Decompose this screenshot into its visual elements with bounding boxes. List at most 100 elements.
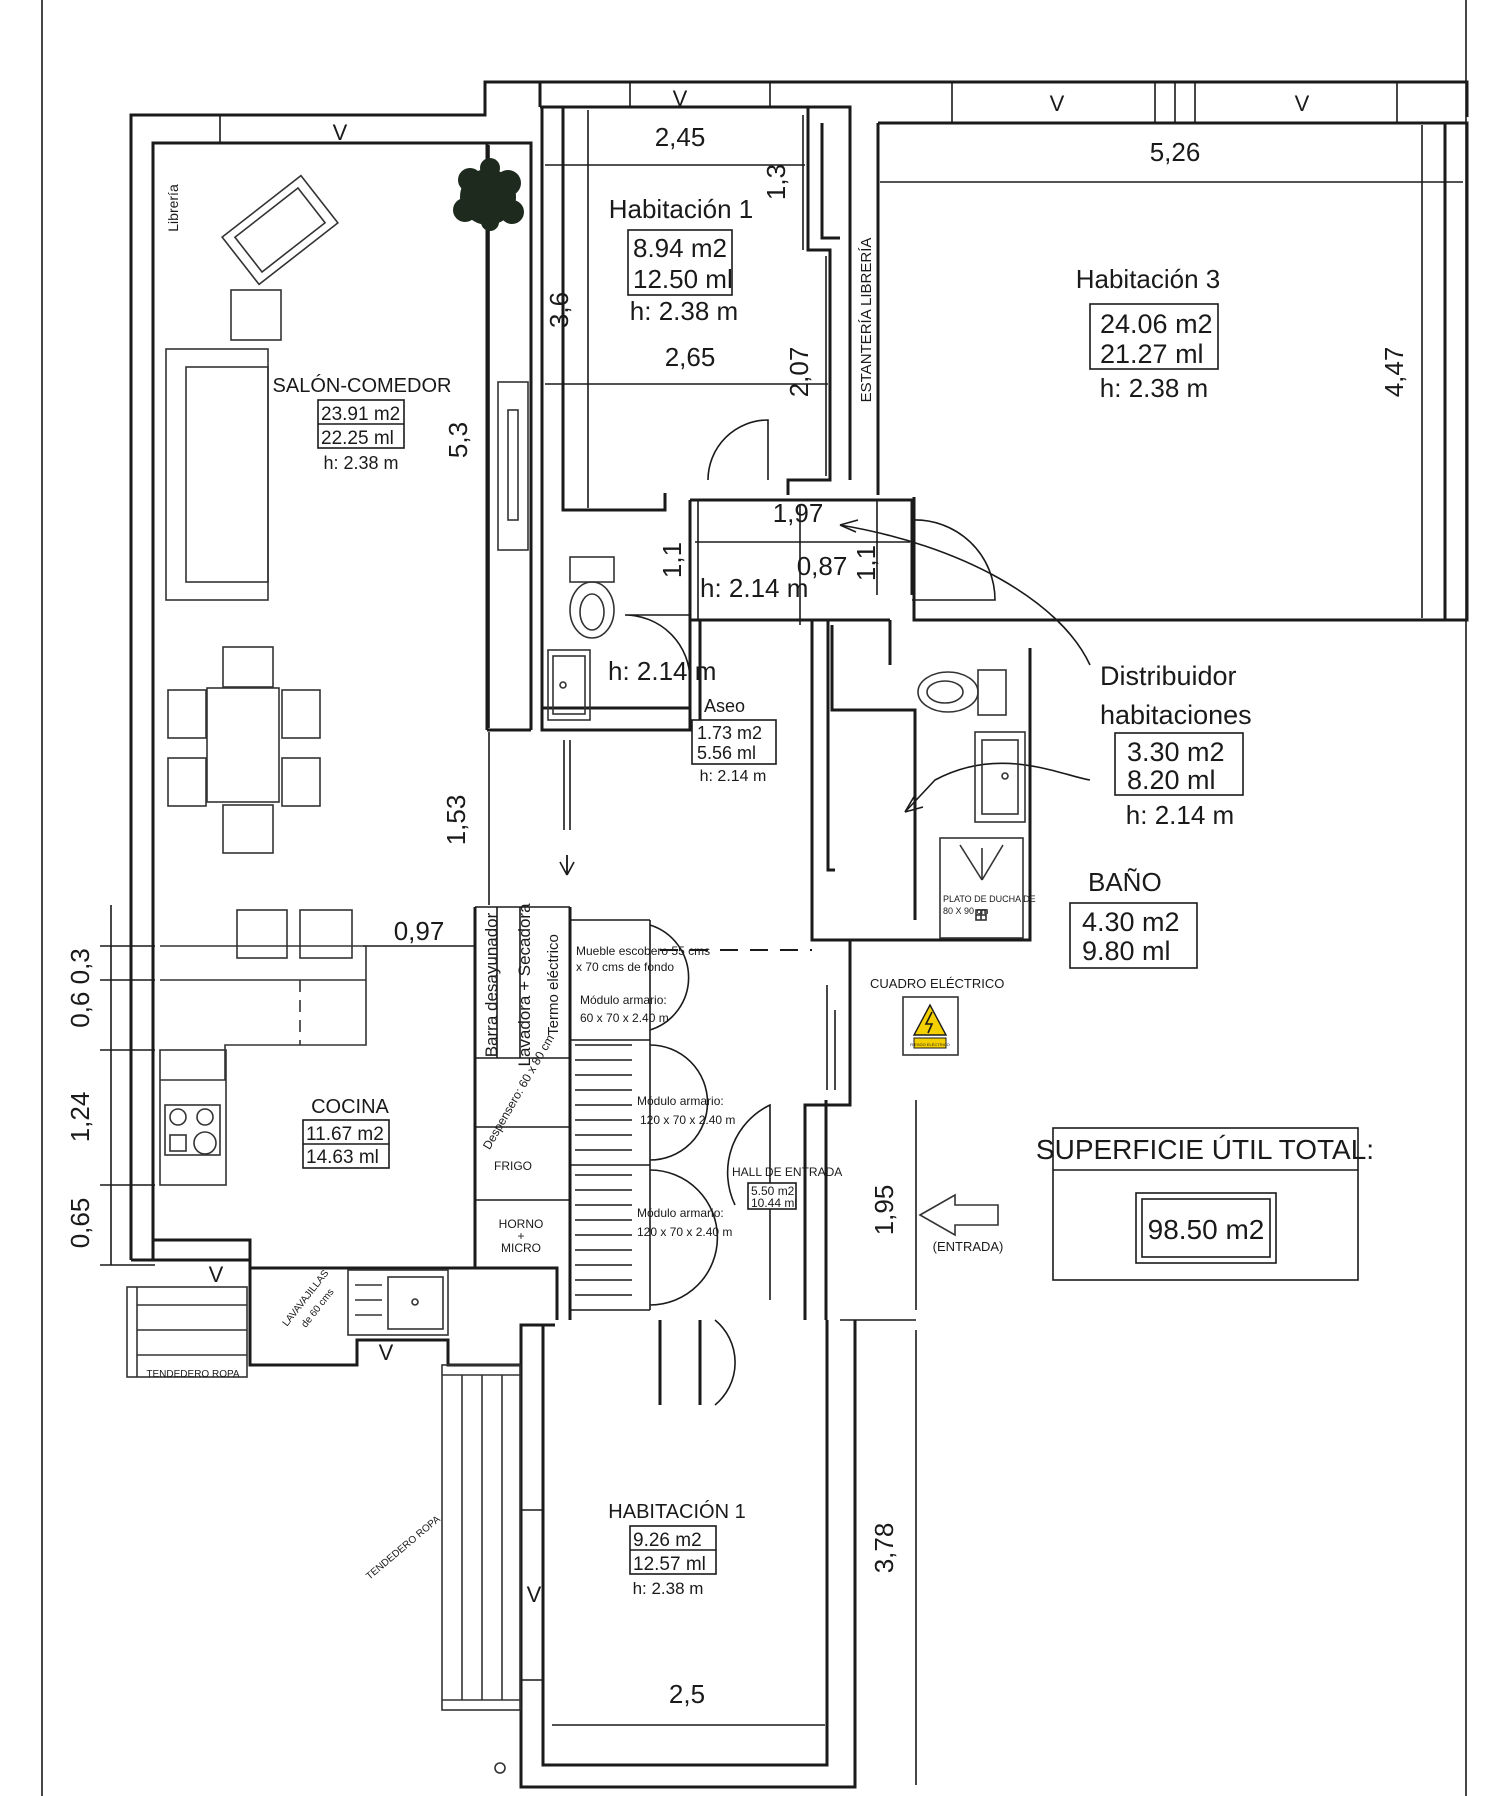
dining-table-icon (167, 646, 321, 854)
distribuidor-perimeter: 8.20 ml (1127, 765, 1216, 795)
sofa-icon (165, 348, 269, 601)
leader-lines (839, 519, 1091, 813)
dim-2-5: 2,5 (669, 1679, 705, 1709)
total-surface-box: SUPERFICIE ÚTIL TOTAL: 98.50 m2 (1036, 1127, 1374, 1281)
label-horno-3: MICRO (501, 1241, 541, 1255)
aseo-perimeter: 5.56 ml (697, 743, 756, 763)
bathroom-toilet-icon (917, 669, 1007, 716)
window-mark-kitchen: V (209, 1262, 224, 1287)
bano-area: 4.30 m2 (1082, 907, 1180, 937)
hall-area: 5.50 m2 (751, 1184, 795, 1198)
label-libreria: Librería (165, 184, 181, 232)
window-mark-hab3-a: V (1050, 91, 1065, 116)
armchair-icon (221, 174, 339, 286)
hab1-top-perimeter: 12.50 ml (633, 264, 733, 294)
label-tendedero-2: TENDEDERO ROPA (364, 1514, 443, 1583)
dim-0-97: 0,97 (394, 916, 445, 946)
walls (129, 80, 1469, 1789)
label-escobero-2: x 70 cms de fondo (576, 960, 674, 974)
doors (563, 419, 996, 1406)
dim-1-97: 1,97 (773, 498, 824, 528)
hab1-top-area: 8.94 m2 (633, 233, 727, 263)
dim-1-95: 1,95 (869, 1185, 899, 1236)
hab1-top-height: h: 2.38 m (630, 296, 738, 326)
dim-0-65: 0,65 (65, 1198, 95, 1249)
furniture (126, 158, 1026, 1774)
aseo-upper-height: h: 2.14 m (608, 656, 716, 686)
aseo-height: h: 2.14 m (700, 768, 767, 785)
label-armario3-2: 120 x 70 x 2.40 m (637, 1225, 732, 1239)
dim-5-26: 5,26 (1150, 137, 1201, 167)
dim-2-07: 2,07 (784, 347, 814, 398)
distribuidor-area: 3.30 m2 (1127, 737, 1225, 767)
shower-tray-icon (939, 837, 1024, 939)
dim-3-78: 3,78 (869, 1523, 899, 1574)
aseo-area: 1.73 m2 (697, 723, 762, 743)
salon-name: SALÓN-COMEDOR (273, 374, 452, 397)
salon-perimeter: 22.25 ml (321, 428, 394, 449)
dimension-lines (100, 110, 1463, 1785)
dim-1-1-a: 1,1 (657, 542, 687, 578)
cooktop-icon (159, 1049, 227, 1186)
label-entrada: (ENTRADA) (933, 1239, 1004, 1254)
dim-3-6: 3,6 (544, 292, 574, 328)
hab1-bottom-area: 9.26 m2 (633, 1530, 702, 1551)
hab3-area: 24.06 m2 (1100, 309, 1213, 339)
bano-perimeter: 9.80 ml (1082, 936, 1171, 966)
drying-rack-side (441, 1364, 521, 1774)
dim-0-6-0-3: 0,6 0,3 (65, 948, 95, 1028)
hab3-height: h: 2.38 m (1100, 373, 1208, 403)
hab3-perimeter: 21.27 ml (1100, 339, 1204, 369)
total-title: SUPERFICIE ÚTIL TOTAL: (1036, 1134, 1374, 1165)
cocina-area: 11.67 m2 (306, 1124, 384, 1145)
dim-1-1-b: 1,1 (851, 545, 881, 581)
label-horno-2: + (517, 1229, 524, 1243)
label-armario1-2: 60 x 70 x 2.40 m (580, 1011, 669, 1025)
hall-name: HALL DE ENTRADA (732, 1165, 842, 1179)
total-value: 98.50 m2 (1148, 1214, 1265, 1245)
washbasin-icon (547, 649, 591, 721)
label-armario2-2: 120 x 70 x 2.40 m (640, 1113, 735, 1127)
hall-perimeter: 10.44 ml (751, 1196, 797, 1210)
label-barra: Barra desayunador (482, 912, 501, 1057)
drying-rack-top (126, 1286, 248, 1378)
dim-1-24: 1,24 (65, 1092, 95, 1143)
label-horno-1: HORNO (499, 1217, 544, 1231)
entrance-arrow-icon (918, 1193, 999, 1237)
distribuidor-name-2: habitaciones (1100, 700, 1252, 730)
label-cuadro: CUADRO ELÉCTRICO (870, 976, 1004, 991)
label-tendedero-1: TENDEDERO ROPA (146, 1369, 239, 1380)
salon-area: 23.91 m2 (321, 404, 400, 425)
electric-panel (902, 996, 959, 1056)
dim-1-53: 1,53 (441, 795, 471, 846)
plant-icon (453, 158, 524, 231)
cocina-name: COCINA (311, 1096, 389, 1118)
aseo-name: Aseo (704, 696, 745, 716)
label-armario2-1: Módulo armario: (637, 1094, 724, 1108)
dim-2-45: 2,45 (655, 122, 706, 152)
electric-warning-icon (912, 1003, 948, 1049)
label-plato-1: PLATO DE DUCHA DE (943, 894, 1036, 904)
hab3-name: Habitación 3 (1076, 264, 1221, 294)
window-mark-hab3-b: V (1295, 91, 1310, 116)
label-riesgo: RIESGO ELÉCTRICO (910, 1042, 950, 1047)
hab1-top-name: Habitación 1 (609, 194, 754, 224)
tv-unit (497, 381, 529, 551)
dim-0-87: 0,87 (797, 551, 848, 581)
label-estanteria: ESTANTERÍA LIBRERÍA (858, 238, 875, 403)
window-mark-bedroom: V (527, 1582, 542, 1607)
salon-height: h: 2.38 m (323, 453, 398, 473)
toilet-icon (569, 556, 615, 639)
label-lavadora: Lavadora + Secadora (515, 903, 534, 1067)
side-table (230, 289, 282, 341)
hab1-bottom-perimeter: 12.57 ml (633, 1554, 706, 1575)
label-frigo: FRIGO (494, 1159, 532, 1173)
label-escobero-1: Mueble escobero 55 cms (576, 944, 710, 958)
hab1-bottom-height: h: 2.38 m (633, 1579, 704, 1598)
label-termo: Termo eléctrico (545, 934, 562, 1036)
bano-name: BAÑO (1088, 867, 1162, 897)
window-mark-hab1: V (673, 86, 688, 111)
label-armario3-1: Módulo armario: (637, 1206, 724, 1220)
dim-1-3: 1,3 (761, 164, 791, 200)
